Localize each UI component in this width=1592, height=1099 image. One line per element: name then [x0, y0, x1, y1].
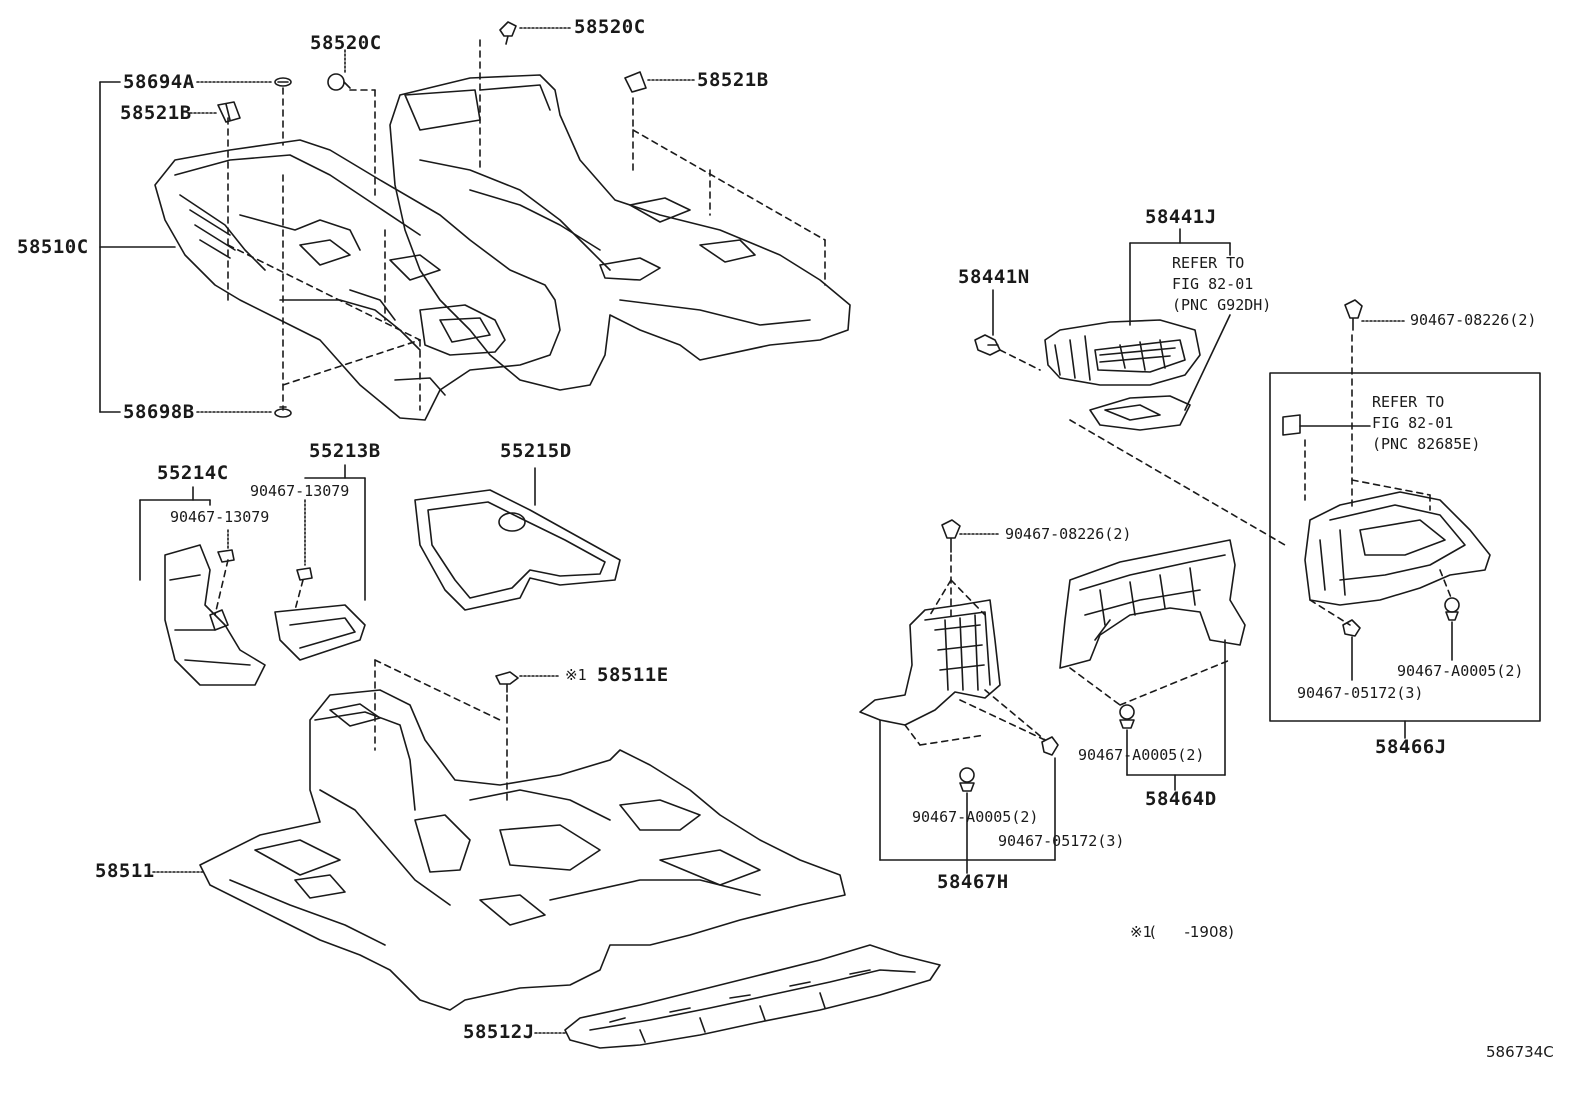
liner-58464d-illustration[interactable] — [1059, 539, 1246, 669]
label-90467-08226-right[interactable]: 90467-08226(2) — [1410, 311, 1537, 329]
middle-left-leader-lines — [139, 464, 536, 616]
label-58511e-mark[interactable]: ※1 — [565, 666, 587, 684]
label-58511[interactable]: 58511 — [95, 860, 155, 882]
upper-leader-lines — [99, 27, 696, 413]
floor-carpet-58511-illustration[interactable] — [199, 689, 846, 1011]
label-58520c-left[interactable]: 58520C — [310, 32, 382, 54]
clip-58441n-icon[interactable] — [974, 334, 1001, 356]
label-90467-05172-box[interactable]: 90467-05172(3) — [1297, 684, 1424, 702]
clip-90467-a0005-left-icon[interactable] — [959, 767, 975, 792]
label-90467-08226-left[interactable]: 90467-08226(2) — [1005, 525, 1132, 543]
label-58521b-right[interactable]: 58521B — [697, 69, 769, 91]
box-guide-lines — [1304, 334, 1453, 626]
refer-note-82685e[interactable]: REFER TO FIG 82-01 (PNC 82685E) — [1372, 393, 1481, 453]
clip-90467-08226-left-icon[interactable] — [941, 519, 961, 553]
refer-note-g92dh[interactable]: REFER TO FIG 82-01 (PNC G92DH) — [1172, 254, 1272, 314]
mid-right-guide-lines — [1069, 659, 1231, 706]
label-58512j[interactable]: 58512J — [463, 1021, 535, 1043]
label-90467-13079-right[interactable]: 90467-13079 — [250, 482, 350, 500]
rear-carpet-58512j-illustration[interactable] — [564, 944, 941, 1049]
label-58441n[interactable]: 58441N — [958, 266, 1030, 288]
label-58441j[interactable]: 58441J — [1145, 206, 1217, 228]
label-58521b-left[interactable]: 58521B — [120, 102, 192, 124]
liner-58466j-illustration[interactable] — [1304, 491, 1491, 606]
right-upper-leader-lines — [992, 228, 1231, 411]
lower-assembly-guide-lines — [374, 659, 508, 801]
label-90467-a0005-mid[interactable]: 90467-A0005(2) — [1078, 746, 1205, 764]
clip-90467-a0005-box-icon[interactable] — [1444, 597, 1460, 621]
label-58694a[interactable]: 58694A — [123, 71, 195, 93]
label-90467-05172-left[interactable]: 90467-05172(3) — [998, 832, 1125, 850]
clip-90467-05172-box-icon[interactable] — [1342, 619, 1361, 637]
clip-90467-08226-right-icon[interactable] — [1344, 299, 1363, 331]
clip-90467-05172-left-icon[interactable] — [1041, 736, 1059, 756]
heat-insulator-55214c-illustration[interactable] — [164, 544, 266, 686]
heat-insulator-55213b-illustration[interactable] — [274, 604, 366, 661]
label-90467-a0005-left[interactable]: 90467-A0005(2) — [912, 808, 1039, 826]
clip-58698b-icon[interactable] — [274, 406, 292, 418]
mid-right-leader-lines — [1126, 639, 1226, 791]
lower-leader-lines — [152, 675, 566, 1034]
clip-90467-a0005-mid-icon[interactable] — [1119, 704, 1135, 729]
label-55213b[interactable]: 55213B — [309, 440, 381, 462]
cushion-58441j-illustration[interactable] — [1044, 319, 1201, 431]
left-liner-guide-lines — [904, 554, 1046, 746]
clip-58521b-left-icon[interactable] — [217, 101, 241, 123]
clip-90467-13079-left-icon[interactable] — [217, 549, 235, 563]
clip-58521b-right-icon[interactable] — [624, 71, 647, 93]
clip-58694a-icon[interactable] — [274, 77, 292, 87]
box-leader-lines — [1299, 320, 1453, 739]
illustration-number: 586734C — [1486, 1043, 1554, 1061]
label-58520c-top[interactable]: 58520C — [574, 16, 646, 38]
label-58466j[interactable]: 58466J — [1375, 736, 1447, 758]
label-58698b[interactable]: 58698B — [123, 401, 195, 423]
clip-58511e-icon[interactable] — [495, 671, 519, 693]
silencer-55215d-illustration[interactable] — [414, 489, 621, 611]
label-55214c[interactable]: 55214C — [157, 462, 229, 484]
floor-carpet-58510c-illustration[interactable] — [154, 74, 851, 421]
left-liner-leader-lines — [879, 533, 1056, 874]
liner-58467h-illustration[interactable] — [859, 599, 1001, 726]
label-58464d[interactable]: 58464D — [1145, 788, 1217, 810]
clip-58520c-top-icon[interactable] — [499, 21, 517, 45]
label-58511e[interactable]: 58511E — [597, 664, 669, 686]
label-55215d[interactable]: 55215D — [500, 440, 572, 462]
upper-assembly-guide-lines — [227, 39, 1286, 546]
tag-82685e-icon[interactable] — [1282, 414, 1301, 436]
label-58467h[interactable]: 58467H — [937, 871, 1009, 893]
label-90467-13079-left[interactable]: 90467-13079 — [170, 508, 270, 526]
clip-58520c-left-icon[interactable] — [327, 73, 351, 91]
footnote-mark: ※1 — [1130, 923, 1153, 941]
footnote-range: ( -1908) — [1150, 923, 1234, 941]
label-58510c[interactable]: 58510C — [17, 236, 89, 258]
label-90467-a0005-box[interactable]: 90467-A0005(2) — [1397, 662, 1524, 680]
clip-90467-13079-right-icon[interactable] — [296, 567, 313, 581]
